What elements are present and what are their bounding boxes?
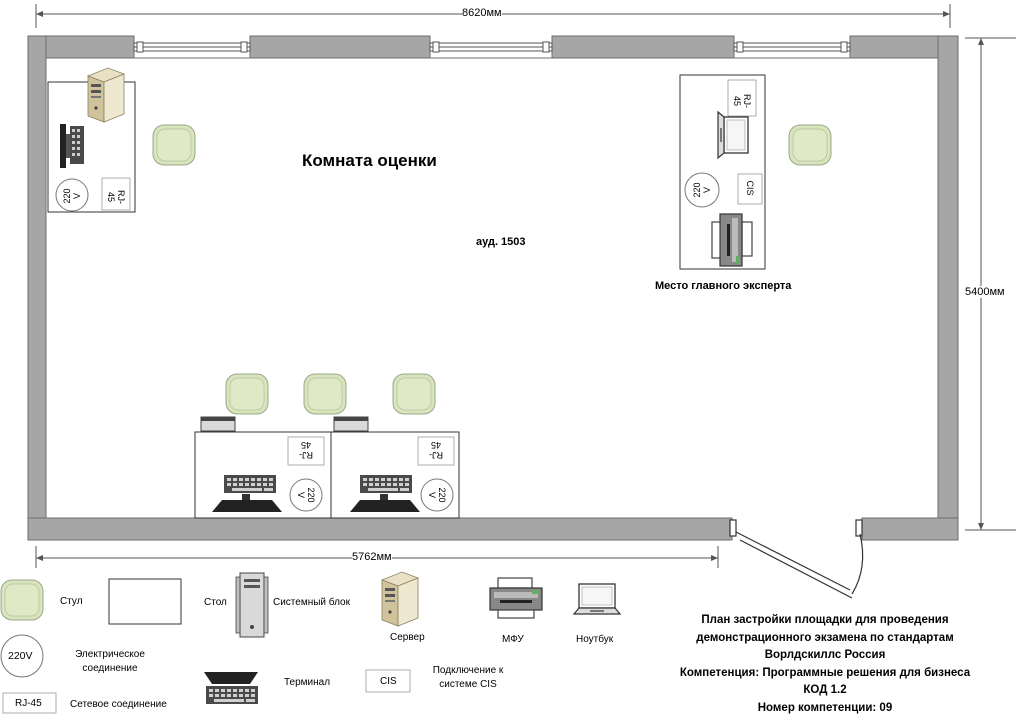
dimension-width-bottom: 5762мм (352, 551, 392, 563)
caption-line-3: Ворлдскиллс Россия (764, 649, 886, 661)
legend-mfu-label: МФУ (502, 634, 524, 645)
caption-line-2: демонстрационного экзамена по стандартам (696, 631, 954, 644)
legend-terminal-label: Терминал (284, 677, 331, 688)
dimension-width-top: 8620мм (462, 7, 502, 19)
rj45-tag-expert: RJ-45 (732, 94, 752, 108)
caption-line-5: КОД 1.2 (803, 684, 847, 696)
cis-tag-expert: CIS (745, 180, 755, 196)
legend-chair-label: Стул (60, 596, 83, 607)
rj45-tag-top-left: RJ-45 (106, 190, 126, 204)
dimension-height-right: 5400мм (965, 286, 1005, 298)
legend-network-label: Сетевое соединение (70, 699, 167, 710)
legend-system-unit-label: Системный блок (273, 597, 350, 608)
legend-power-tag: 220V (8, 650, 33, 662)
rj45-tag-desk-1: RJ-45 (299, 440, 313, 460)
legend-table-label: Стол (204, 597, 227, 608)
legend-cis-tag: CIS (380, 676, 397, 687)
caption-line-1: План застройки площадки для проведения (701, 614, 949, 626)
room-title: Комната оценки (302, 151, 437, 170)
auditorium-label: ауд. 1503 (476, 236, 526, 248)
rj45-tag-desk-2: RJ-45 (429, 440, 443, 460)
expert-place-label: Место главного эксперта (655, 280, 792, 292)
caption-line-6: Номер компетенции: 09 (757, 701, 893, 714)
legend-laptop-label: Ноутбук (576, 634, 614, 645)
legend-server-label: Сервер (390, 632, 425, 643)
legend-rj45-tag: RJ-45 (15, 698, 42, 709)
caption-line-4: Компетенция: Программные решения для биз… (679, 666, 971, 679)
plan-caption: План застройки площадки для проведения д… (654, 612, 996, 717)
